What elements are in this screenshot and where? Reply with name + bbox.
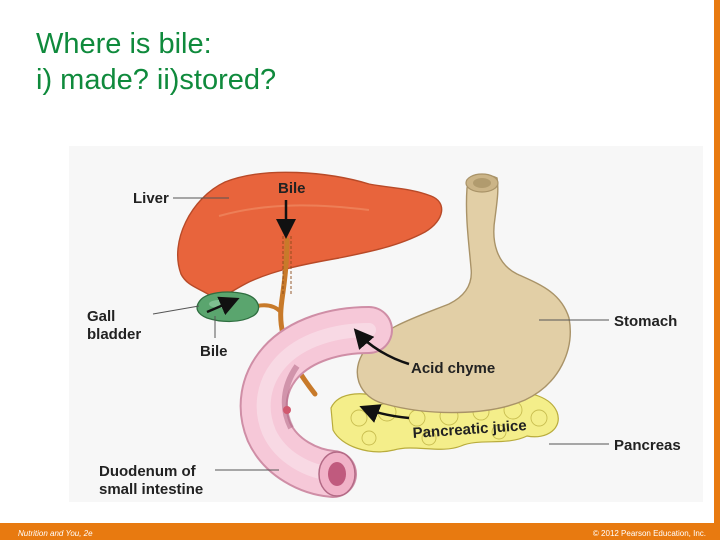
liver-highlight [218, 204, 370, 217]
label-liver: Liver [133, 190, 169, 207]
arrow-left-icon [359, 404, 410, 423]
label-bile-top: Bile [278, 180, 306, 197]
accent-bar-right [714, 0, 720, 540]
esophagus-lumen [473, 178, 491, 188]
label-duodenum-line2: small intestine [99, 481, 203, 498]
duodenum-highlight [256, 323, 376, 481]
label-acid-chyme: Acid chyme [411, 360, 495, 377]
footer-book-title: Nutrition and You, 2e [18, 529, 93, 538]
label-gall-bladder-line1: Gall [87, 308, 115, 325]
gallbladder [196, 291, 260, 323]
cystic-duct [255, 303, 283, 314]
arrow-left-icon [353, 328, 410, 366]
arrow-right-icon [206, 296, 240, 316]
slide-title: Where is bile: i) made? ii)stored? [36, 26, 276, 98]
duct-dashes [282, 236, 292, 296]
label-duodenum-line1: Duodenum of [99, 463, 197, 480]
label-pancreas: Pancreas [614, 437, 681, 454]
footer-bar: Nutrition and You, 2e © 2012 Pearson Edu… [0, 523, 720, 540]
label-stomach: Stomach [614, 313, 677, 330]
footer-copyright: © 2012 Pearson Education, Inc. [592, 529, 706, 538]
stomach [356, 174, 571, 414]
label-bile-bottom: Bile [200, 343, 228, 360]
label-gall-bladder-line2: bladder [87, 326, 141, 343]
duct-opening [283, 406, 291, 414]
title-line-1: Where is bile: [36, 28, 212, 60]
leader-lines [152, 197, 609, 471]
title-line-2: i) made? ii)stored? [36, 64, 277, 96]
digestive-organs-diagram: Liver Bile Gall bladder Bile Stomach Aci… [69, 146, 703, 502]
duodenum-interior [281, 364, 300, 430]
duodenum-lumen [328, 462, 346, 486]
